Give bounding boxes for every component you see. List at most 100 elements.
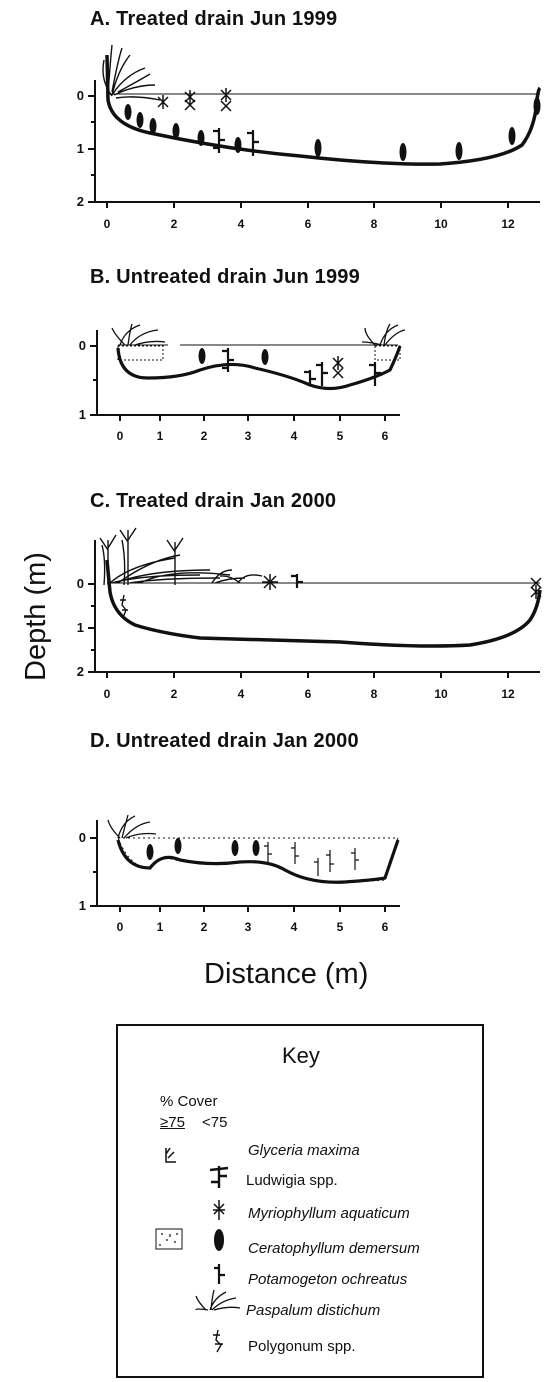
panel-a-paspalum-clump: [102, 44, 161, 101]
panel-d-xtick-marks: [119, 906, 386, 912]
panel-c-xtick-marks: [106, 672, 509, 678]
panel-a-yticks: 0 1 2: [77, 88, 84, 209]
panel-b-diagram: 0 1 2 3 4 5 6 0 1: [79, 323, 406, 443]
panel-a-myriophyllum-marks: [157, 88, 232, 112]
panel-d-yticks: 0 1: [79, 830, 86, 913]
panel-d-title: D. Untreated drain Jan 2000: [90, 730, 359, 752]
paspalum-icon: [195, 1289, 241, 1311]
panel-c-ludwigia-marks: [291, 574, 303, 588]
ludwigia-icon: [209, 1166, 229, 1188]
panel-a-ytick: 2: [77, 194, 84, 209]
panel-c-ytick: 2: [77, 664, 84, 679]
key-cover-high: ≥75: [160, 1114, 185, 1131]
panel-d-diagram: 0 1 2 3 4 5 6 0 1: [79, 814, 400, 934]
key-species-label: Myriophyllum aquaticum: [248, 1205, 410, 1222]
panel-b-cover-box-right: [374, 345, 401, 361]
panel-b-xtick: 0: [117, 429, 124, 443]
key-species-label: Glyceria maxima: [248, 1142, 360, 1159]
glyceria-icon: [165, 1147, 176, 1163]
panel-d-xtick: 1: [157, 920, 164, 934]
panel-c-glyceria-paspalum: [99, 527, 263, 586]
panel-d-xtick: 2: [201, 920, 208, 934]
key-cover-label: % Cover: [160, 1093, 218, 1110]
panel-c-xtick: 12: [501, 687, 515, 701]
panel-d-paspalum-clump: [107, 814, 157, 839]
panel-c-xticks: 0 2 4 6 8 10 12: [104, 687, 515, 701]
panel-b-ceratophyllum-marks: [198, 348, 269, 365]
x-axis-label: Distance (m): [204, 958, 369, 990]
panel-a-drain-profile: [105, 54, 542, 166]
panel-c-diagram: 0 2 4 6 8 10 12 0 1 2: [77, 527, 542, 701]
key-species-label: Ceratophyllum demersum: [248, 1240, 420, 1257]
panel-b-xtick: 3: [245, 429, 252, 443]
panel-c-xtick: 4: [238, 687, 245, 701]
key-species-label: Polygonum spp.: [248, 1338, 356, 1355]
key-species-label: Paspalum distichum: [246, 1302, 381, 1319]
panel-c-myriophyllum-marks: [262, 574, 542, 599]
potamogeton-icon: [214, 1264, 225, 1284]
panel-a-title: A. Treated drain Jun 1999: [90, 8, 338, 30]
panel-d-ytick: 1: [79, 898, 86, 913]
panel-c-xtick: 2: [171, 687, 178, 701]
panel-b-xtick: 5: [337, 429, 344, 443]
panel-c-xtick: 8: [371, 687, 378, 701]
panel-c-drain-profile: [105, 559, 542, 648]
panel-b-ludwigia-marks: [222, 348, 381, 386]
panel-c-xtick: 0: [104, 687, 111, 701]
panel-a-xtick: 8: [371, 217, 378, 231]
panel-a-ludwigia-marks: [213, 128, 259, 156]
panel-a-xtick: 0: [104, 217, 111, 231]
polygonum-icon: [213, 1329, 223, 1353]
panel-c-title: C. Treated drain Jan 2000: [90, 490, 337, 512]
key-box: [116, 1024, 484, 1378]
panel-a-ytick: 1: [77, 141, 84, 156]
panel-c-ytick: 1: [77, 620, 84, 635]
panel-b-xticks: 0 1 2 3 4 5 6: [117, 429, 389, 443]
panel-d-xtick: 3: [245, 920, 252, 934]
panel-d-xtick: 6: [382, 920, 389, 934]
panel-b-xtick: 6: [382, 429, 389, 443]
panel-a-ceratophyllum-marks: [124, 97, 541, 161]
panel-b-xtick: 4: [291, 429, 298, 443]
panel-a-xticks: 0 2 4 6 8 10 12: [104, 217, 515, 231]
panel-d-xtick: 5: [337, 920, 344, 934]
key-cover-low: <75: [202, 1114, 228, 1131]
key-species-label: Potamogeton ochreatus: [248, 1271, 408, 1288]
key-species-label: Ludwigia spp.: [246, 1172, 338, 1189]
panel-b-yticks: 0 1: [79, 338, 86, 422]
myriophyllum-icon: [213, 1200, 225, 1220]
key-title: Key: [282, 1043, 320, 1068]
panel-a-xtick-marks: [106, 202, 509, 208]
panel-c-xtick: 10: [434, 687, 448, 701]
panel-b-xtick: 1: [157, 429, 164, 443]
panel-c-polygonum-marks: [120, 594, 128, 619]
panel-b-paspalum-clumps: [111, 323, 406, 346]
panel-a-xtick: 6: [305, 217, 312, 231]
panel-d-ytick: 0: [79, 830, 86, 845]
panel-a-ytick: 0: [77, 88, 84, 103]
panel-a-xtick: 4: [238, 217, 245, 231]
panel-d-xtick: 4: [291, 920, 298, 934]
panel-b-xtick: 2: [201, 429, 208, 443]
panel-c-xtick: 6: [305, 687, 312, 701]
panel-a-diagram: 0 2 4 6 8 10 12 0 1 2: [77, 44, 542, 231]
panel-b-xtick-marks: [119, 415, 386, 421]
cover-box-icon: [155, 1228, 183, 1250]
panel-b-myriophyllum-marks: [332, 356, 344, 379]
key-symbols: [155, 1147, 241, 1353]
panel-a-xtick: 2: [171, 217, 178, 231]
panel-b-cover-box-left: [117, 345, 164, 361]
panel-a-xtick: 12: [501, 217, 515, 231]
panel-d-ludwigia-marks: [264, 842, 359, 876]
panel-d-drain-profile: [116, 839, 400, 884]
panel-a-xtick: 10: [434, 217, 448, 231]
panel-c-ytick: 0: [77, 576, 84, 591]
panel-d-ceratophyllum-marks: [146, 838, 260, 860]
panel-d-xticks: 0 1 2 3 4 5 6: [117, 920, 389, 934]
panel-c-yticks: 0 1 2: [77, 576, 84, 679]
panel-b-title: B. Untreated drain Jun 1999: [90, 266, 360, 288]
panel-d-xtick: 0: [117, 920, 124, 934]
panel-b-ytick: 1: [79, 407, 86, 422]
ceratophyllum-icon: [214, 1229, 224, 1251]
panel-b-drain-profile: [116, 345, 402, 391]
